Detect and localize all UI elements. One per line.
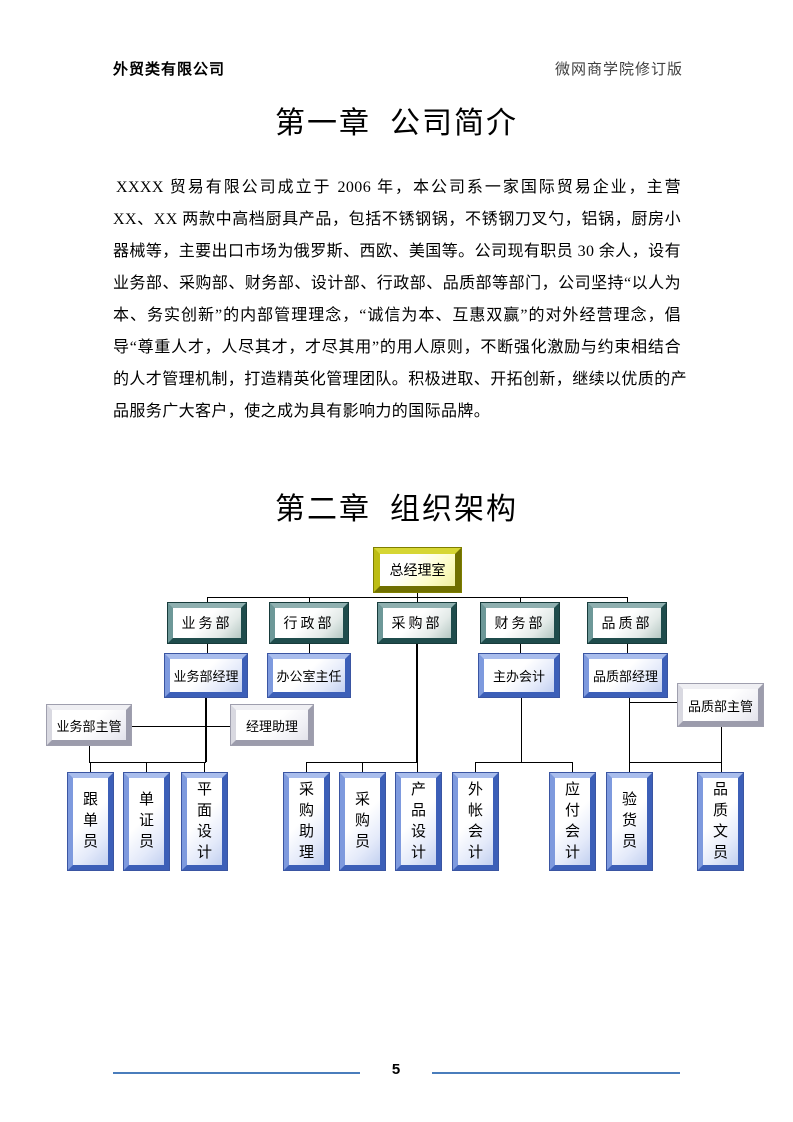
body-line: XX、XX 两款中高档厨具产品，包括不锈钢锅，不锈钢刀叉勺，铝锅，厨房小 [113,211,681,228]
connector-line [417,597,418,604]
connector-line [90,762,91,773]
org-box-dept-purchasing: 采购部 [377,602,457,644]
connector-line [629,762,630,773]
connector-line [205,697,207,762]
chapter1-paragraph: XXXX 贸易有限公司成立于 2006 年，本公司系一家国际贸易企业，主营 XX… [113,172,688,428]
connector-line [89,745,90,762]
org-box-label: 办公室主任 [276,669,342,684]
org-box-label: 业务部 [181,617,233,632]
org-box-label: 采购助理 [298,781,314,861]
org-box-staff-documentation-clerk: 单证员 [123,772,170,871]
org-box-sales-manager: 业务部经理 [164,653,248,698]
org-box-general-manager: 总经理室 [373,547,462,593]
org-box-sales-supervisor: 业务部主管 [46,704,132,746]
org-box-label: 财务部 [494,617,546,632]
org-box-dept-quality: 品质部 [587,602,667,644]
org-box-label: 验货员 [621,792,637,850]
org-box-quality-supervisor: 品质部主管 [677,683,764,727]
org-box-label: 外帐会计 [467,781,483,861]
org-box-quality-manager: 品质部经理 [583,653,668,698]
body-line: 本、务实创新”的内部管理理念，“诚信为本、互惠双赢”的对外经营理念，倡 [113,307,681,324]
connector-line [89,762,206,763]
connector-line [204,762,205,773]
org-box-label: 采购部 [391,617,443,632]
connector-line [520,643,521,654]
connector-line [309,643,310,654]
footer-rule-left [113,1072,360,1074]
connector-line [520,597,521,604]
org-box-staff-payables-accountant: 应付会计 [549,772,596,871]
body-line: 品服务广大客户，使之成为具有影响力的国际品牌。 [113,403,491,420]
connector-line [417,592,418,597]
body-line: 器械等，主要出口市场为俄罗斯、西欧、美国等。公司现有职员 30 余人，设有 [113,243,681,260]
footer-rule-right [432,1072,680,1074]
org-box-staff-buyer: 采购员 [339,772,386,871]
connector-line [417,762,418,773]
org-box-label: 行政部 [283,617,335,632]
connector-line [416,643,418,762]
connector-line [362,762,363,773]
connector-line [146,762,147,773]
org-box-label: 跟单员 [82,792,98,850]
body-line: 的人才管理机制，打造精英化管理团队。积极进取、开拓创新，继续以优质的产 [113,371,688,388]
org-box-manager-assistant: 经理助理 [230,704,314,746]
org-box-label: 品质部主管 [687,698,753,714]
org-box-label: 产品设计 [410,781,426,861]
connector-line [627,643,628,654]
connector-line [131,726,231,727]
org-box-dept-sales: 业务部 [167,602,247,644]
org-box-staff-inspector: 验货员 [606,772,653,871]
connector-line [721,762,722,773]
org-box-label: 应付会计 [564,781,580,861]
org-box-label: 采购员 [354,792,370,850]
header-edition-note: 微网商学院修订版 [554,62,683,78]
header-company-name: 外贸类有限公司 [113,62,226,78]
connector-line [572,762,573,773]
connector-line [475,762,573,763]
org-box-dept-admin: 行政部 [269,602,349,644]
chapter1-title: 第一章 公司简介 [275,107,518,140]
org-box-chief-accountant: 主办会计 [478,653,560,698]
page-number: 5 [391,1061,401,1078]
org-box-label: 平面设计 [196,781,212,861]
org-box-label: 单证员 [138,792,154,850]
connector-line [627,597,628,604]
connector-line [207,597,208,604]
org-box-label: 总经理室 [389,564,446,579]
org-box-label: 业务部经理 [173,669,239,684]
org-box-dept-finance: 财务部 [480,602,560,644]
body-line: 导“尊重人才，人尽其才，才尽其用”的用人原则，不断强化激励与约束相结合 [113,339,681,356]
org-box-label: 业务部主管 [56,718,122,734]
org-box-label: 经理助理 [245,718,298,734]
connector-line [629,697,630,762]
org-box-label: 品质文员 [712,781,728,861]
connector-line [475,762,476,773]
org-box-staff-graphic-design: 平面设计 [181,772,228,871]
org-box-staff-quality-clerk: 品质文员 [697,772,744,871]
connector-line [629,762,722,763]
org-box-staff-product-design: 产品设计 [395,772,442,871]
connector-line [629,702,678,703]
connector-line [306,762,307,773]
body-line: XXXX 贸易有限公司成立于 2006 年，本公司系一家国际贸易企业，主营 [116,179,681,196]
org-box-label: 品质部经理 [592,669,658,684]
org-box-label: 主办会计 [492,669,545,684]
org-box-office-director: 办公室主任 [267,653,351,698]
connector-line [207,643,208,654]
org-box-staff-merchandiser: 跟单员 [67,772,114,871]
body-line: 业务部、采购部、财务部、设计部、行政部、品质部等部门，公司坚持“以人为 [113,275,681,292]
connector-line [521,697,522,762]
org-box-staff-purchasing-assistant: 采购助理 [283,772,330,871]
connector-line [721,725,722,762]
org-box-staff-foreign-accounts: 外帐会计 [452,772,499,871]
connector-line [309,597,310,604]
org-box-label: 品质部 [601,617,653,632]
chapter2-title: 第二章 组织架构 [275,493,518,526]
